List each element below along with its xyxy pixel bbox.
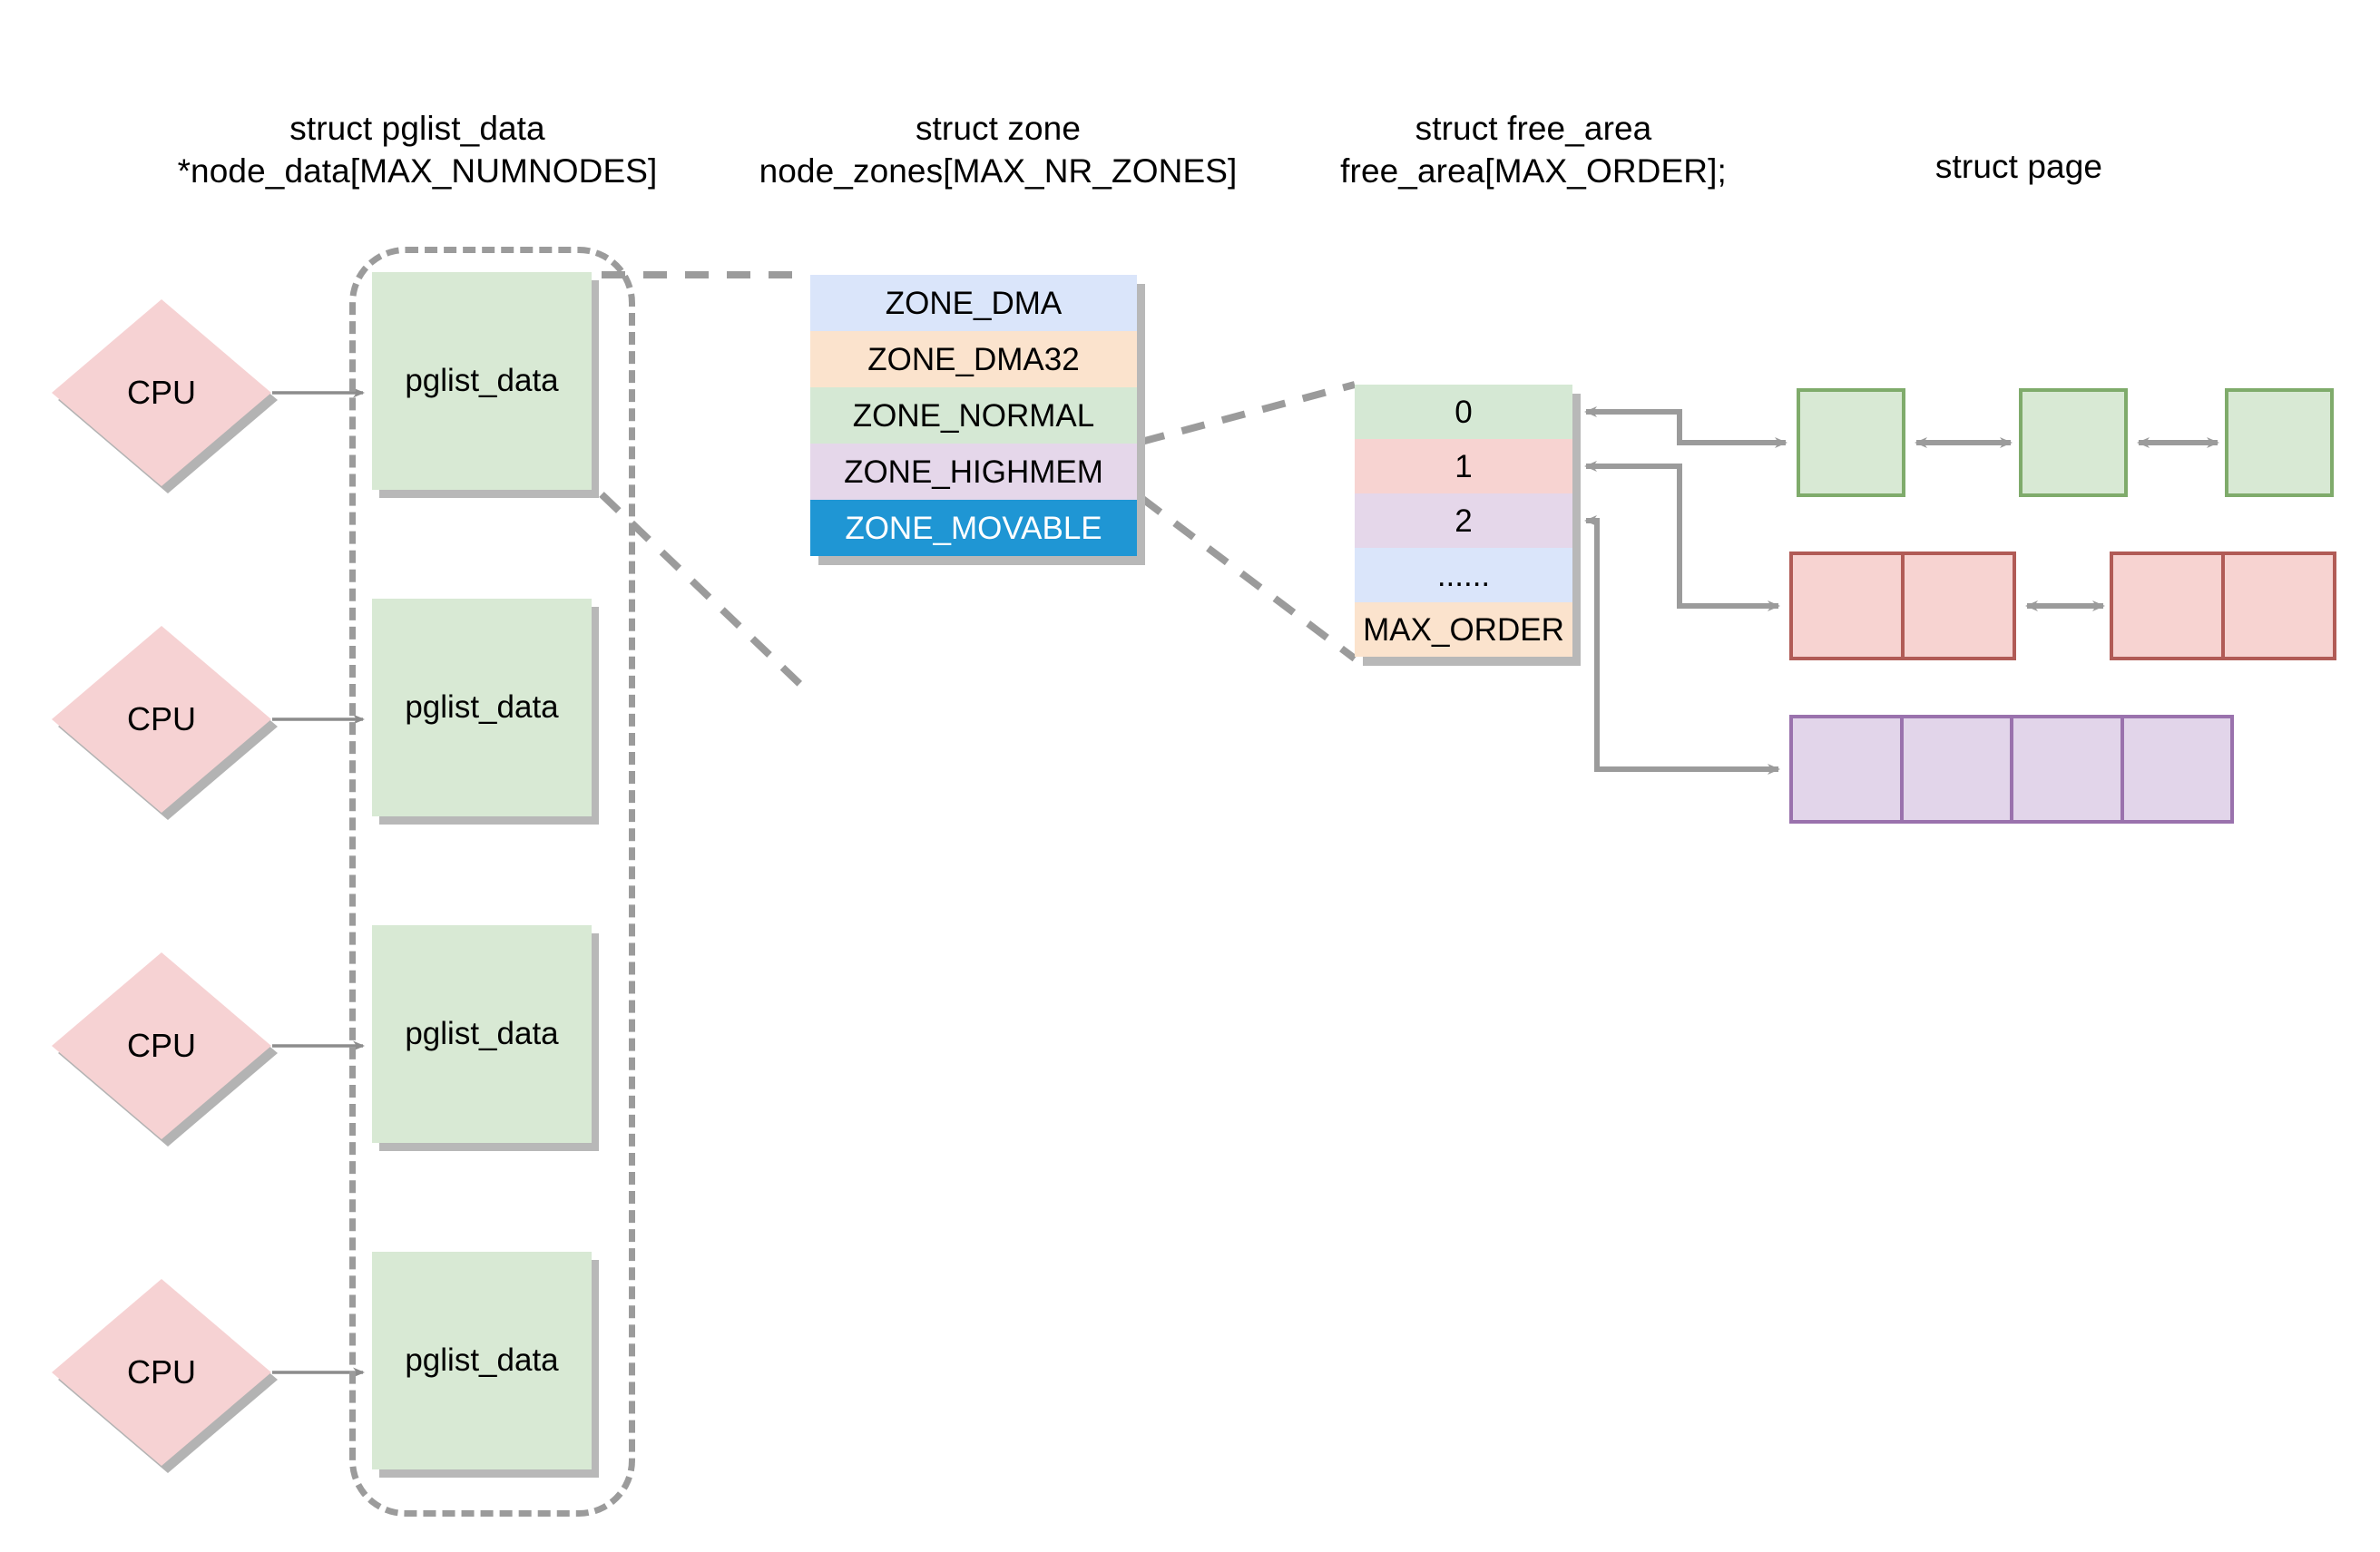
zone-row-2[interactable]: ZONE_NORMAL [810, 387, 1137, 444]
zone-row-label: ZONE_DMA [885, 285, 1063, 321]
page-cell [1793, 718, 1900, 820]
page-cell [2228, 392, 2330, 493]
zone-to-freearea-expansion [1139, 381, 1357, 662]
free-area-row-1[interactable]: 1 [1355, 439, 1572, 493]
pglist-data-label: pglist_data [405, 363, 559, 398]
pglist-data-label: pglist_data [405, 689, 559, 725]
box-face [372, 599, 592, 816]
pglist-data-box-1: pglist_data [372, 599, 599, 825]
freearea-to-pages-arrows [1584, 406, 1787, 775]
page-block-order0-c[interactable] [2225, 388, 2334, 497]
free-area-row-4[interactable]: MAX_ORDER [1355, 602, 1572, 657]
page-block-order0-a[interactable] [1797, 388, 1905, 497]
node-data-array-frame [349, 247, 635, 1517]
pglist-data-label: pglist_data [405, 1342, 559, 1378]
page-cell [2113, 555, 2221, 657]
zone-row-label: ZONE_HIGHMEM [844, 454, 1103, 490]
page-cell [2023, 392, 2124, 493]
page-cell [2120, 718, 2231, 820]
box-face [372, 925, 592, 1143]
cpu-node-2: CPU [52, 952, 278, 1147]
zone-row-0[interactable]: ZONE_DMA [810, 275, 1137, 331]
page-cell [2221, 555, 2333, 657]
cpu-label: CPU [126, 374, 196, 411]
pglist-data-box-0: pglist_data [372, 272, 599, 498]
heading-pglist-data: struct pglist_data *node_data[MAX_NUMNOD… [177, 110, 658, 190]
free-area-row-label: 1 [1454, 448, 1473, 484]
zone-row-1[interactable]: ZONE_DMA32 [810, 331, 1137, 387]
heading-struct-page: struct page [1934, 148, 2103, 185]
page-cell [1899, 718, 2011, 820]
page-block-order2-a[interactable] [1789, 715, 2234, 824]
cpu-node-0: CPU [52, 299, 278, 493]
page-cell [1901, 555, 2013, 657]
free-area-row-3[interactable]: ...... [1355, 548, 1572, 602]
cpu-label: CPU [126, 1027, 196, 1064]
zone-row-label: ZONE_MOVABLE [845, 510, 1102, 546]
page-block-order1-a[interactable] [1789, 551, 2016, 660]
pglist-data-box-2: pglist_data [372, 925, 599, 1151]
free-area-row-0[interactable]: 0 [1355, 385, 1572, 439]
free-area-row-label: MAX_ORDER [1363, 611, 1564, 648]
heading-free-area: struct free_area free_area[MAX_ORDER]; [1340, 110, 1727, 190]
box-face [372, 1252, 592, 1469]
box-face [372, 272, 592, 490]
heading-zone: struct zone node_zones[MAX_NR_ZONES] [759, 110, 1238, 190]
zone-row-4[interactable]: ZONE_MOVABLE [810, 500, 1137, 556]
cpu-node-3: CPU [52, 1279, 278, 1473]
page-cell [2010, 718, 2120, 820]
page-block-order1-b[interactable] [2110, 551, 2336, 660]
zone-row-3[interactable]: ZONE_HIGHMEM [810, 444, 1137, 500]
page-cell [1800, 392, 1902, 493]
page-block-order0-b[interactable] [2019, 388, 2128, 497]
free-area-list: 0 1 2...... MAX_ORDER [1355, 385, 1581, 666]
free-area-row-label: ...... [1436, 557, 1491, 593]
free-area-row-label: 0 [1454, 394, 1473, 430]
free-area-row-2[interactable]: 2 [1355, 493, 1572, 548]
pglist-data-box-3: pglist_data [372, 1252, 599, 1478]
free-area-list-rows: 0 1 2...... MAX_ORDER [1355, 385, 1572, 657]
zone-row-label: ZONE_DMA32 [867, 341, 1080, 377]
free-area-row-label: 2 [1454, 503, 1473, 539]
cpu-label: CPU [126, 700, 196, 737]
cpu-label: CPU [126, 1353, 196, 1391]
page-cell [1793, 555, 1901, 657]
cpu-node-1: CPU [52, 626, 278, 820]
zone-row-label: ZONE_NORMAL [852, 397, 1095, 434]
pglist-data-label: pglist_data [405, 1016, 559, 1051]
